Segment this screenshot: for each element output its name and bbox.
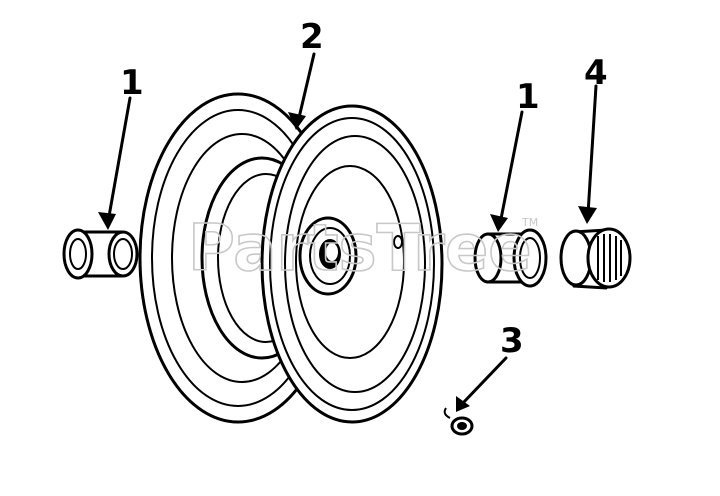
bushing-left <box>62 228 139 280</box>
leader-lines <box>98 52 598 412</box>
callout-bearing: 4 <box>584 53 608 93</box>
watermark-text: PartsTree <box>188 212 532 286</box>
small-part <box>443 407 474 436</box>
watermark-trademark: TM <box>521 216 538 229</box>
bearing <box>559 227 632 290</box>
pulley <box>138 92 444 424</box>
bushing-right <box>473 228 548 288</box>
callout-bushing-right: 1 <box>516 77 540 117</box>
callout-bushing-left: 1 <box>120 63 144 103</box>
callout-small-part: 3 <box>500 321 524 361</box>
callout-pulley: 2 <box>300 17 324 57</box>
